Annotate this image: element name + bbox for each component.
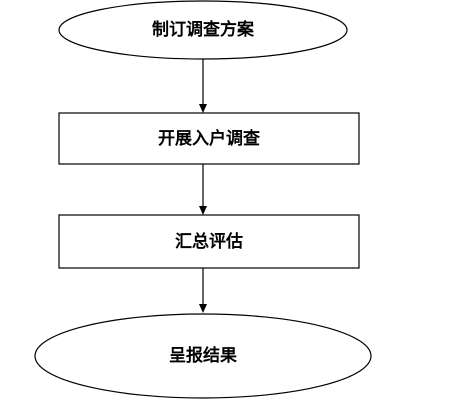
flow-arrow-3 (199, 268, 207, 313)
flow-arrow-2 (199, 164, 207, 215)
process-box-survey (58, 112, 360, 165)
arrowhead-1 (199, 104, 207, 113)
process-box-evaluate (58, 214, 360, 269)
flow-arrow-1 (199, 59, 207, 113)
arrowhead-3 (199, 304, 207, 313)
node-label-evaluate: 汇总评估 (175, 231, 243, 252)
flow-node-plan: 制订调查方案 (58, 0, 348, 60)
node-label-survey: 开展入户调查 (158, 128, 261, 149)
end-ellipse (34, 313, 372, 399)
flow-node-survey: 开展入户调查 (58, 112, 360, 165)
flow-node-evaluate: 汇总评估 (58, 214, 360, 269)
flow-node-report: 呈报结果 (34, 313, 372, 399)
node-label-report: 呈报结果 (169, 345, 237, 366)
arrowhead-2 (199, 206, 207, 215)
node-label-plan: 制订调查方案 (152, 19, 255, 40)
